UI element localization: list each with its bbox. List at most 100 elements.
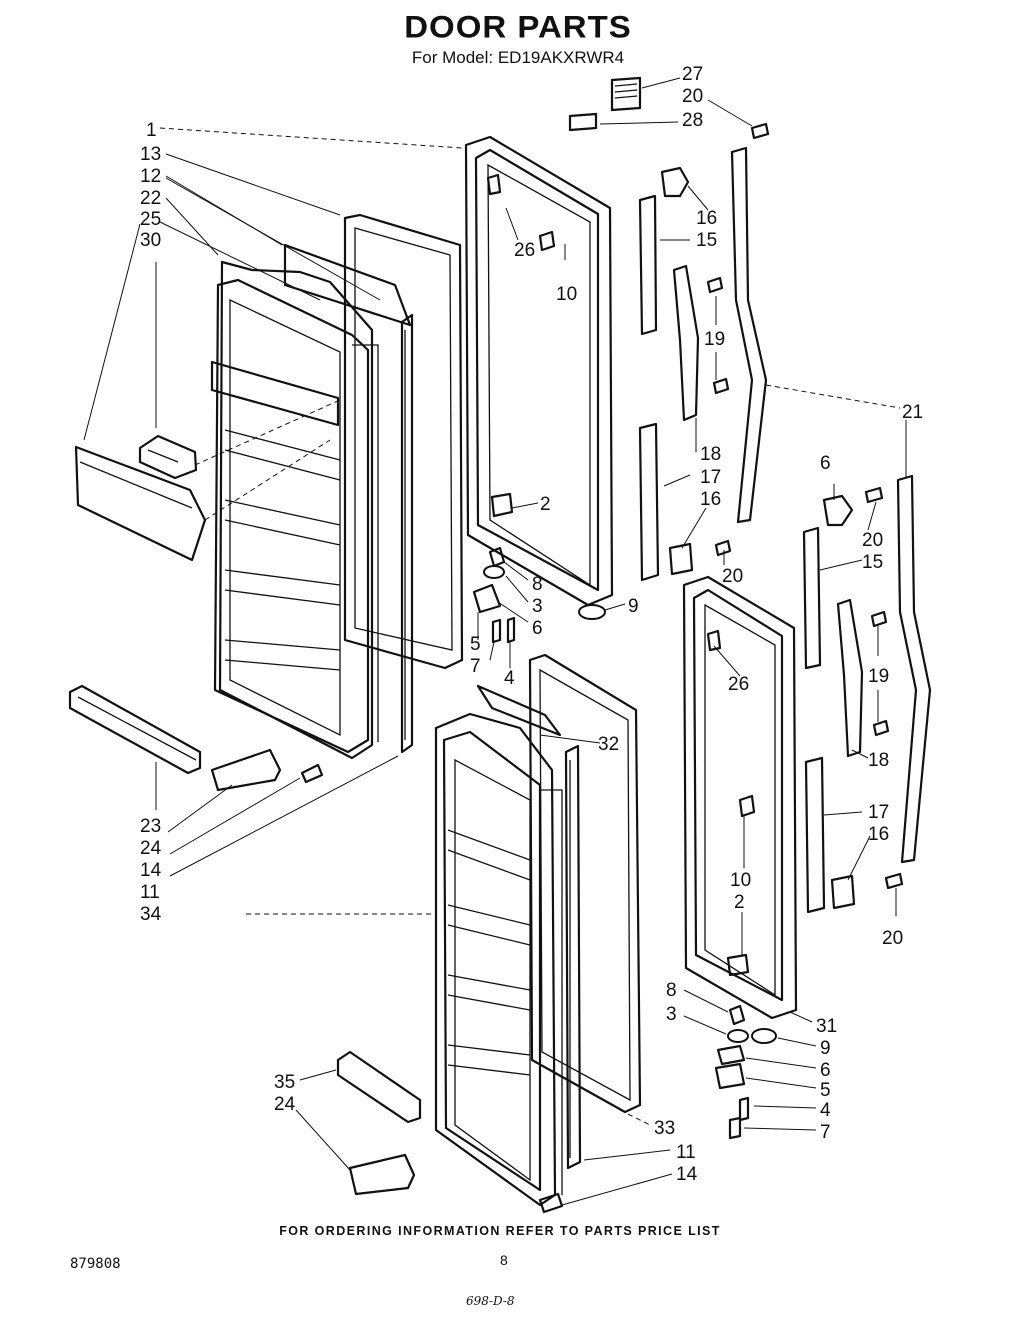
freezer-bar-cap xyxy=(210,748,282,792)
callout-8-top: 8 xyxy=(532,574,543,595)
freezer-shelf-bar xyxy=(68,684,202,775)
callout-10-right: 10 xyxy=(730,870,751,891)
freezer-outer-door xyxy=(464,135,614,607)
hinge-bar-17b xyxy=(804,756,826,914)
screw-20-top xyxy=(750,122,770,140)
callout-14-bottom: 14 xyxy=(676,1164,698,1185)
trim-strip-21b xyxy=(896,474,932,864)
callout-10-top: 10 xyxy=(556,284,577,305)
leader-lines xyxy=(83,77,907,1206)
refrigerator-side-strip xyxy=(564,744,582,1170)
callout-3-top: 3 xyxy=(532,596,543,617)
callout-35: 35 xyxy=(274,1072,295,1093)
callout-16-right: 16 xyxy=(868,824,889,845)
freezer-shelf-retainer xyxy=(138,434,198,480)
refrigerator-bar-cap-24 xyxy=(348,1153,416,1196)
screw-20c xyxy=(864,486,884,504)
callout-17-right: 17 xyxy=(868,802,889,823)
refrigerator-shelf-bar-35 xyxy=(336,1050,422,1124)
hinge-bar-15b xyxy=(802,526,822,670)
handwritten-reference: 698-D-8 xyxy=(466,1294,515,1308)
callout-20-right-bottom: 20 xyxy=(882,928,903,949)
label-27 xyxy=(610,76,642,112)
door-hinge-2a xyxy=(490,492,514,518)
model-line: For Model: ED19AKXRWR4 xyxy=(411,48,625,67)
callout-9-right: 9 xyxy=(820,1038,831,1059)
callout-24-left: 24 xyxy=(140,838,162,859)
hinge-bracket-16c xyxy=(830,874,856,910)
hinge-stack-b xyxy=(714,1004,777,1140)
callout-19-right: 19 xyxy=(868,666,889,687)
callout-2-right: 2 xyxy=(734,892,745,913)
door-stop-26b xyxy=(706,629,722,652)
hinge-cap-16a xyxy=(660,166,690,198)
callout-16-mid: 16 xyxy=(700,489,721,510)
callout-6-top: 6 xyxy=(532,618,543,639)
callout-20-mid: 20 xyxy=(722,566,743,587)
hinge-bar-17a xyxy=(638,422,660,582)
callout-6-bottom: 6 xyxy=(820,1060,831,1081)
freezer-door-liner xyxy=(210,260,379,760)
callout-7-top: 7 xyxy=(470,656,481,677)
callout-11-bottom: 11 xyxy=(676,1142,696,1163)
callout-19-top: 19 xyxy=(704,329,725,350)
hinge-arm-18a xyxy=(672,264,700,422)
freezer-screw-14 xyxy=(300,763,324,784)
refrigerator-outer-door xyxy=(682,575,798,1020)
trim-strip-21a xyxy=(730,146,768,524)
callout-13: 13 xyxy=(140,144,161,165)
callout-31: 31 xyxy=(816,1016,837,1037)
refrigerator-door-liner xyxy=(434,712,563,1207)
door-stop-26a xyxy=(486,173,502,196)
screw-20b xyxy=(714,539,732,557)
hinge-bracket-16b xyxy=(668,542,694,576)
page-number: 8 xyxy=(500,1252,508,1268)
hinge-bushing-10a xyxy=(538,230,556,252)
callout-30: 30 xyxy=(140,230,161,251)
callout-5-top: 5 xyxy=(470,634,481,655)
screw-20d xyxy=(884,872,904,890)
hinge-arm-18b xyxy=(836,598,864,758)
page-title: DOOR PARTS xyxy=(404,8,632,45)
freezer-breaker-strip-top xyxy=(283,243,412,327)
refrigerator-screw-14 xyxy=(538,1192,564,1214)
callout-18-top: 18 xyxy=(700,444,721,465)
callout-12: 12 xyxy=(140,166,161,187)
callout-15-top: 15 xyxy=(696,230,717,251)
refrigerator-breaker-strip-32 xyxy=(476,684,562,737)
door-hinge-2b xyxy=(726,953,750,977)
ordering-note: FOR ORDERING INFORMATION REFER TO PARTS … xyxy=(279,1224,721,1238)
callout-3-right: 3 xyxy=(666,1004,677,1025)
freezer-door-shelf xyxy=(74,445,207,562)
callout-28: 28 xyxy=(682,110,703,131)
freezer-door-gasket xyxy=(343,213,464,670)
callout-18-right: 18 xyxy=(868,750,889,771)
callout-26-top: 26 xyxy=(514,240,535,261)
hinge-cap-6-right xyxy=(822,494,854,527)
callout-21: 21 xyxy=(902,402,923,423)
callout-6-right: 6 xyxy=(820,453,831,474)
callout-33: 33 xyxy=(654,1118,675,1139)
callout-8-right: 8 xyxy=(666,980,677,1001)
freezer-side-strip xyxy=(400,313,414,754)
screw-19a xyxy=(706,276,730,395)
callout-2-top: 2 xyxy=(540,494,551,515)
callout-labels: 1 13 12 2 2 25 30 27 20 28 16 15 26 10 19… xyxy=(140,64,923,1185)
callout-34: 34 xyxy=(140,904,162,925)
callout-25: 25 xyxy=(140,209,161,230)
callout-27: 27 xyxy=(682,64,703,85)
callout-1: 1 xyxy=(146,120,157,141)
callout-4-bottom: 4 xyxy=(820,1100,831,1121)
callout-5-bottom: 5 xyxy=(820,1080,831,1101)
hinge-bushing-10b xyxy=(738,794,756,818)
callout-17-top: 17 xyxy=(700,467,721,488)
callout-16-top: 16 xyxy=(696,208,717,229)
callout-26-right: 26 xyxy=(728,674,749,695)
screw-19b xyxy=(870,610,890,737)
callout-23: 23 xyxy=(140,816,161,837)
callout-11-left: 11 xyxy=(140,882,160,903)
hinge-bar-15a xyxy=(638,194,658,336)
callout-15-right: 15 xyxy=(862,552,883,573)
callout-24-bottom: 24 xyxy=(274,1094,296,1115)
